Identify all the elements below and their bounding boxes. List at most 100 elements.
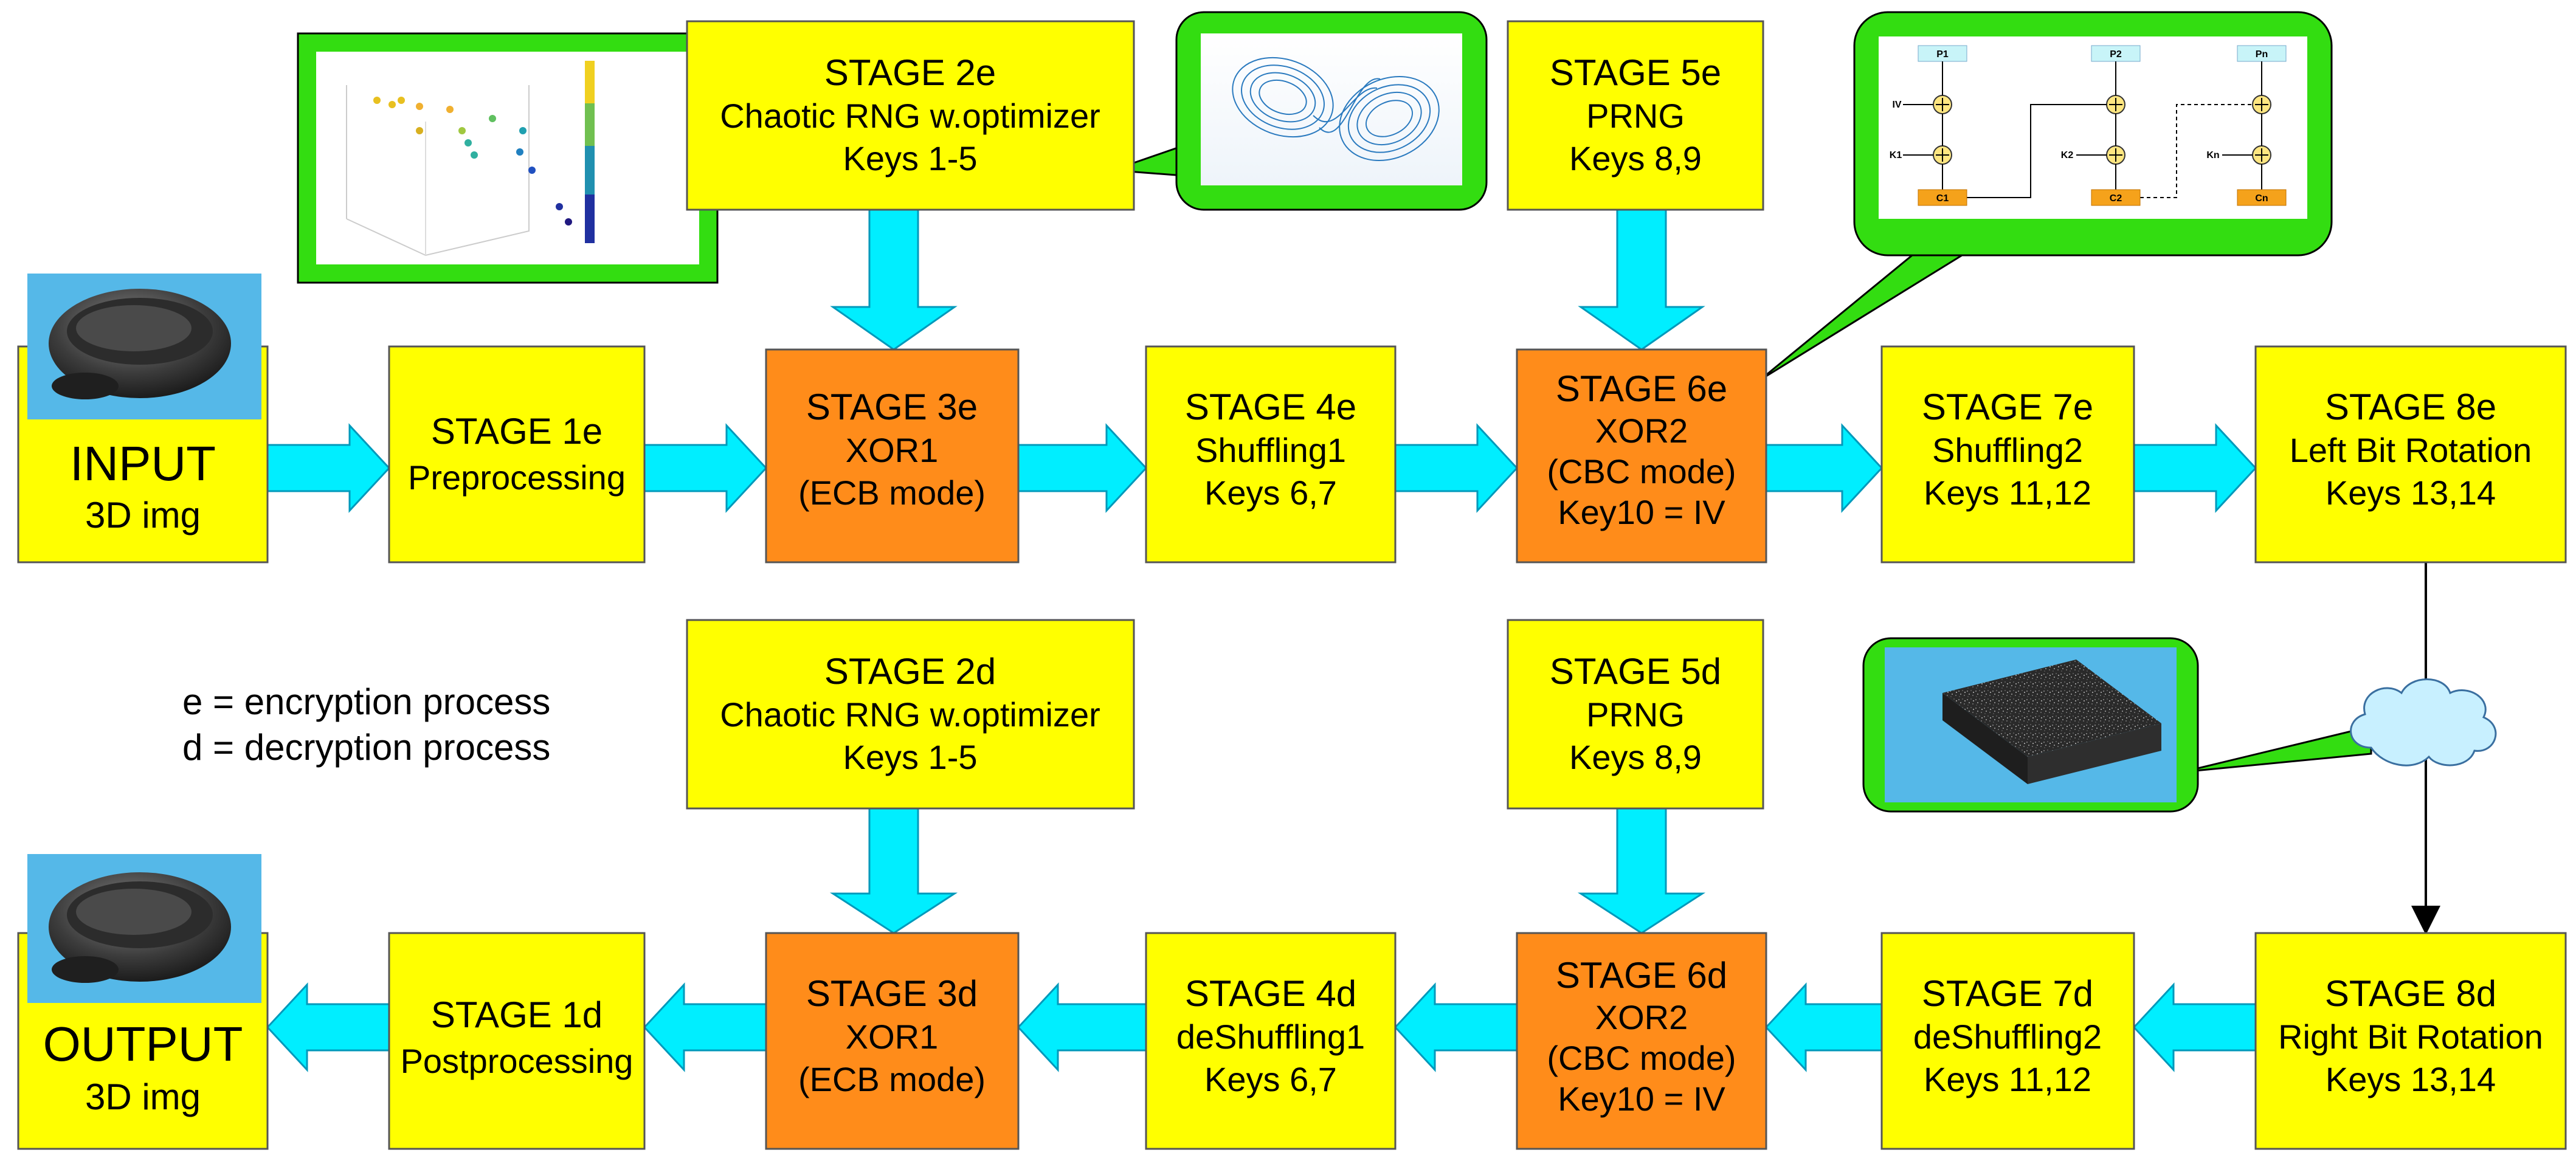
stage-8d-desc: Right Bit Rotation <box>2278 1018 2543 1056</box>
stage-6d-mode: (CBC mode) <box>1547 1039 1736 1077</box>
stage-8d-keys: Keys 13,14 <box>2326 1060 2496 1098</box>
stage-5d-desc: PRNG <box>1586 695 1685 734</box>
stage-2d-keys: Keys 1-5 <box>843 738 978 776</box>
encryption-flow-arrows <box>266 423 2257 513</box>
arrow-s1d-to-output <box>266 982 390 1072</box>
input-title: INPUT <box>70 436 216 491</box>
stage-6d-title: STAGE 6d <box>1556 955 1727 996</box>
legend-decryption: d = decryption process <box>182 727 550 768</box>
cbc-label-kn: Kn <box>2206 150 2219 160</box>
stage-4d-box: STAGE 4d deShuffling1 Keys 6,7 <box>1145 932 1397 1150</box>
stage-4e-keys: Keys 6,7 <box>1204 474 1337 512</box>
output-node: OUTPUT 3D img <box>17 854 269 1150</box>
output-brain-volume-image <box>49 872 231 983</box>
stage-1e-desc: Preprocessing <box>408 458 626 497</box>
callout-lorenz-attractor <box>1112 11 1488 211</box>
arrow-s6d-to-s4d <box>1393 982 1518 1072</box>
stage-6d-iv: Key10 = IV <box>1558 1080 1725 1118</box>
stage-8d-title: STAGE 8d <box>2325 973 2496 1014</box>
output-subtitle: 3D img <box>85 1077 201 1117</box>
stage-7d-desc: deShuffling2 <box>1913 1018 2102 1056</box>
stage-6e-iv: Key10 = IV <box>1558 493 1725 531</box>
cbc-label-pn: Pn <box>2256 49 2268 60</box>
output-title: OUTPUT <box>43 1017 243 1071</box>
stage-5e-keys: Keys 8,9 <box>1569 139 1702 177</box>
stage-1e-box: STAGE 1e Preprocessing <box>388 345 646 563</box>
decryption-flow-arrows <box>266 982 2257 1072</box>
cbc-label-p2: P2 <box>2110 49 2122 60</box>
key-feed-arrows <box>829 208 1706 934</box>
arrow-s7e-to-s8e <box>2133 423 2257 513</box>
arrow-s3d-to-s1d <box>643 982 767 1072</box>
arrow-s8d-to-s7d <box>2132 982 2257 1072</box>
stage-1d-desc: Postprocessing <box>401 1042 634 1080</box>
stage-7d-box: STAGE 7d deShuffling2 Keys 11,12 <box>1880 932 2135 1150</box>
stage-4e-box: STAGE 4e Shuffling1 Keys 6,7 <box>1145 345 1397 563</box>
stage-6d-desc: XOR2 <box>1595 998 1688 1036</box>
stage-5e-box: STAGE 5e PRNG Keys 8,9 <box>1507 20 1764 211</box>
stage-2e-box: STAGE 2e Chaotic RNG w.optimizer Keys 1-… <box>686 20 1135 211</box>
stage-6e-mode: (CBC mode) <box>1547 452 1736 491</box>
arrow-s6e-to-s7e <box>1765 423 1884 513</box>
arrow-s3e-to-s4e <box>1017 423 1148 513</box>
stage-3e-box: STAGE 3e XOR1 (ECB mode) <box>765 348 1020 563</box>
stage-8e-desc: Left Bit Rotation <box>2290 431 2532 469</box>
arrow-s2d-to-s3d <box>829 807 958 934</box>
stage-2e-keys: Keys 1-5 <box>843 139 978 177</box>
stage-8e-title: STAGE 8e <box>2325 387 2496 427</box>
stage-3d-box: STAGE 3d XOR1 (ECB mode) <box>765 932 1020 1150</box>
cbc-inset-image: P1 P2 Pn <box>1890 45 2287 206</box>
cbc-label-k2: K2 <box>2061 150 2074 160</box>
stage-5e-desc: PRNG <box>1586 97 1685 135</box>
stage-1d-box: STAGE 1d Postprocessing <box>388 932 646 1150</box>
stage-8e-box: STAGE 8e Left Bit Rotation Keys 13,14 <box>2254 345 2567 563</box>
stage-5d-title: STAGE 5d <box>1550 651 1721 692</box>
callout-cbc-schematic: P1 P2 Pn <box>1759 11 2333 381</box>
arrow-s4e-to-s6e <box>1394 423 1519 513</box>
arrow-input-to-s1e <box>266 423 391 513</box>
stage-7d-title: STAGE 7d <box>1922 973 2093 1014</box>
stage-5e-title: STAGE 5e <box>1550 52 1721 93</box>
stage-8d-box: STAGE 8d Right Bit Rotation Keys 13,14 <box>2254 932 2567 1150</box>
stage-4e-title: STAGE 4e <box>1185 387 1356 427</box>
stage-7e-title: STAGE 7e <box>1922 387 2093 427</box>
arrow-s5d-to-s6d <box>1577 807 1706 934</box>
stage-3d-desc: XOR1 <box>846 1018 939 1056</box>
stage-3d-title: STAGE 3d <box>806 973 978 1014</box>
stage-7e-keys: Keys 11,12 <box>1924 474 2091 512</box>
stage-2d-title: STAGE 2d <box>824 651 996 692</box>
stage-6e-box: STAGE 6e XOR2 (CBC mode) Key10 = IV <box>1516 348 1767 563</box>
cbc-label-iv: IV <box>1892 100 1901 110</box>
stage-7d-keys: Keys 11,12 <box>1924 1060 2091 1098</box>
cbc-label-c1: C1 <box>1936 193 1949 204</box>
arrow-s2e-to-s3e <box>830 208 958 351</box>
stage-7e-desc: Shuffling2 <box>1932 431 2083 469</box>
stage-1d-title: STAGE 1d <box>431 994 603 1035</box>
stage-6e-title: STAGE 6e <box>1556 368 1727 409</box>
stage-2e-desc: Chaotic RNG w.optimizer <box>720 97 1100 135</box>
input-node: INPUT 3D img <box>17 274 269 563</box>
stage-4d-keys: Keys 6,7 <box>1204 1060 1337 1098</box>
stage-6e-desc: XOR2 <box>1595 412 1688 450</box>
stage-6d-box: STAGE 6d XOR2 (CBC mode) Key10 = IV <box>1516 932 1767 1150</box>
stage-3e-mode: (ECB mode) <box>798 474 986 512</box>
lorenz-attractor-image <box>1232 57 1440 161</box>
stage-2d-desc: Chaotic RNG w.optimizer <box>720 695 1100 734</box>
cbc-label-p1: P1 <box>1936 49 1949 60</box>
stage-3e-desc: XOR1 <box>846 431 939 469</box>
callout-encrypted-volume <box>1862 637 2372 813</box>
arrow-s4d-to-s3d <box>1017 982 1147 1072</box>
stage-3d-mode: (ECB mode) <box>798 1060 986 1098</box>
callout-scatter-plot <box>297 32 719 284</box>
arrow-s7d-to-s6d <box>1764 982 1883 1072</box>
cbc-label-c2: C2 <box>2110 193 2122 204</box>
stage-7e-box: STAGE 7e Shuffling2 Keys 11,12 <box>1880 345 2135 563</box>
legend-encryption: e = encryption process <box>182 681 550 722</box>
stage-4d-desc: deShuffling1 <box>1176 1018 1365 1056</box>
encrypted-volume-image <box>1942 660 2161 784</box>
cbc-label-cn: Cn <box>2255 193 2268 204</box>
arrow-s5e-to-s6e <box>1578 208 1705 351</box>
stage-4e-desc: Shuffling1 <box>1195 431 1346 469</box>
